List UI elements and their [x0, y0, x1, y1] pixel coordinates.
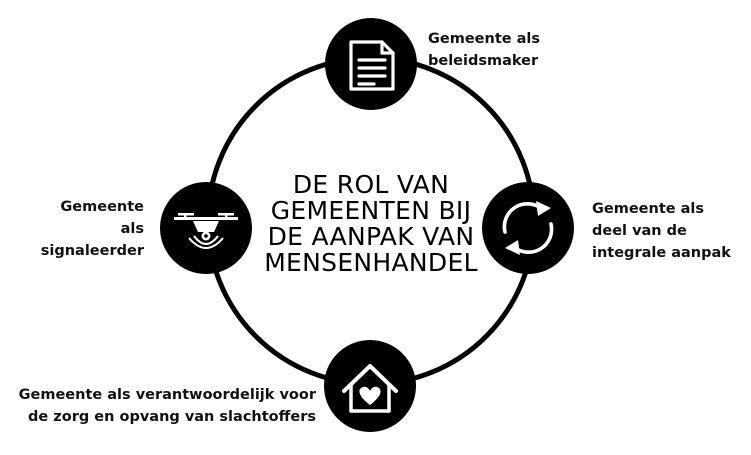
label-line: integrale aanpak: [592, 245, 731, 261]
label-line: signaleerder: [40, 243, 144, 259]
center-title-line: GEMEENTEN BIJ: [270, 196, 472, 225]
label-line: als: [120, 221, 144, 237]
label-integrale-aanpak: Gemeente als deel van de integrale aanpa…: [592, 198, 731, 264]
document-icon: [349, 40, 395, 91]
label-line: Gemeente: [60, 199, 144, 215]
label-beleidsmaker: Gemeente als beleidsmaker: [428, 28, 540, 72]
label-zorg-en-opvang: Gemeente als verantwoordelijk voor de zo…: [14, 384, 316, 428]
label-line: beleidsmaker: [428, 53, 539, 69]
node-right: [482, 182, 574, 274]
house-heart-icon: [342, 364, 398, 413]
node-top: [325, 18, 417, 110]
label-line: de zorg en opvang van slachtoffers: [28, 409, 316, 425]
drone-icon: [174, 213, 238, 249]
center-title-line: DE ROL VAN: [292, 170, 450, 199]
center-title-line: MENSENHANDEL: [264, 248, 478, 277]
label-signaleerder: Gemeente als signaleerder: [40, 196, 144, 262]
node-bottom: [324, 340, 416, 432]
label-line: Gemeente als: [428, 31, 541, 47]
center-title-line: DE AANPAK VAN: [267, 222, 475, 251]
cycle-arrows-icon: [502, 201, 554, 255]
center-title: DE ROL VAN GEMEENTEN BIJ DE AANPAK VAN M…: [236, 172, 506, 276]
label-line: Gemeente als: [592, 201, 705, 217]
label-line: Gemeente als verantwoordelijk voor: [18, 387, 316, 403]
label-line: deel van de: [592, 223, 687, 239]
node-left: [160, 182, 252, 274]
